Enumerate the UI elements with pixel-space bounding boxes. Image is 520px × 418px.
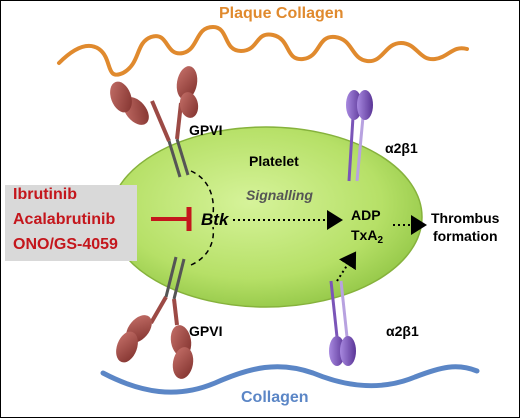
signalling-path-bottom <box>190 226 215 266</box>
inhibitor-ono-gs-4059: ONO/GS-4059 <box>13 236 118 253</box>
integrin-to-mediators-arrow <box>336 251 357 282</box>
inhibitor-box <box>5 185 137 261</box>
gpvi-receptor-bottom <box>116 256 194 379</box>
inhibition-symbol <box>151 207 192 231</box>
gpvi-top-label: GPVI <box>189 122 223 138</box>
integrin-receptor-bottom <box>329 280 356 366</box>
txa-subscript: 2 <box>377 235 384 246</box>
collagen-label: Collagen <box>241 389 309 406</box>
adp-label: ADP <box>351 207 381 223</box>
integrin-top-label: α2β1 <box>385 140 418 156</box>
thrombus-line-2: formation <box>432 228 498 244</box>
txa2-label: TxA2 <box>351 227 383 246</box>
signalling-path-top <box>190 170 215 216</box>
btk-label: Btk <box>201 210 229 229</box>
thrombus-line-1: Thrombus <box>431 210 500 226</box>
inhibitor-acalabrutinib: Acalabrutinib <box>13 211 116 228</box>
signalling-label: Signalling <box>246 187 313 203</box>
gpvi-receptor-top <box>110 66 199 178</box>
platelet-label: Platelet <box>249 153 299 169</box>
integrin-bottom-label: α2β1 <box>386 323 419 339</box>
collagen-fiber <box>100 364 480 395</box>
plaque-collagen-fiber <box>57 24 469 77</box>
txa-text: TxA <box>351 227 378 243</box>
integrin-receptor-top <box>346 90 373 182</box>
gpvi-bottom-label: GPVI <box>189 323 223 339</box>
thrombus-formation-label: Thrombus formation <box>431 209 499 245</box>
plaque-collagen-label: Plaque Collagen <box>219 5 344 22</box>
inhibitor-ibrutinib: Ibrutinib <box>13 186 77 203</box>
